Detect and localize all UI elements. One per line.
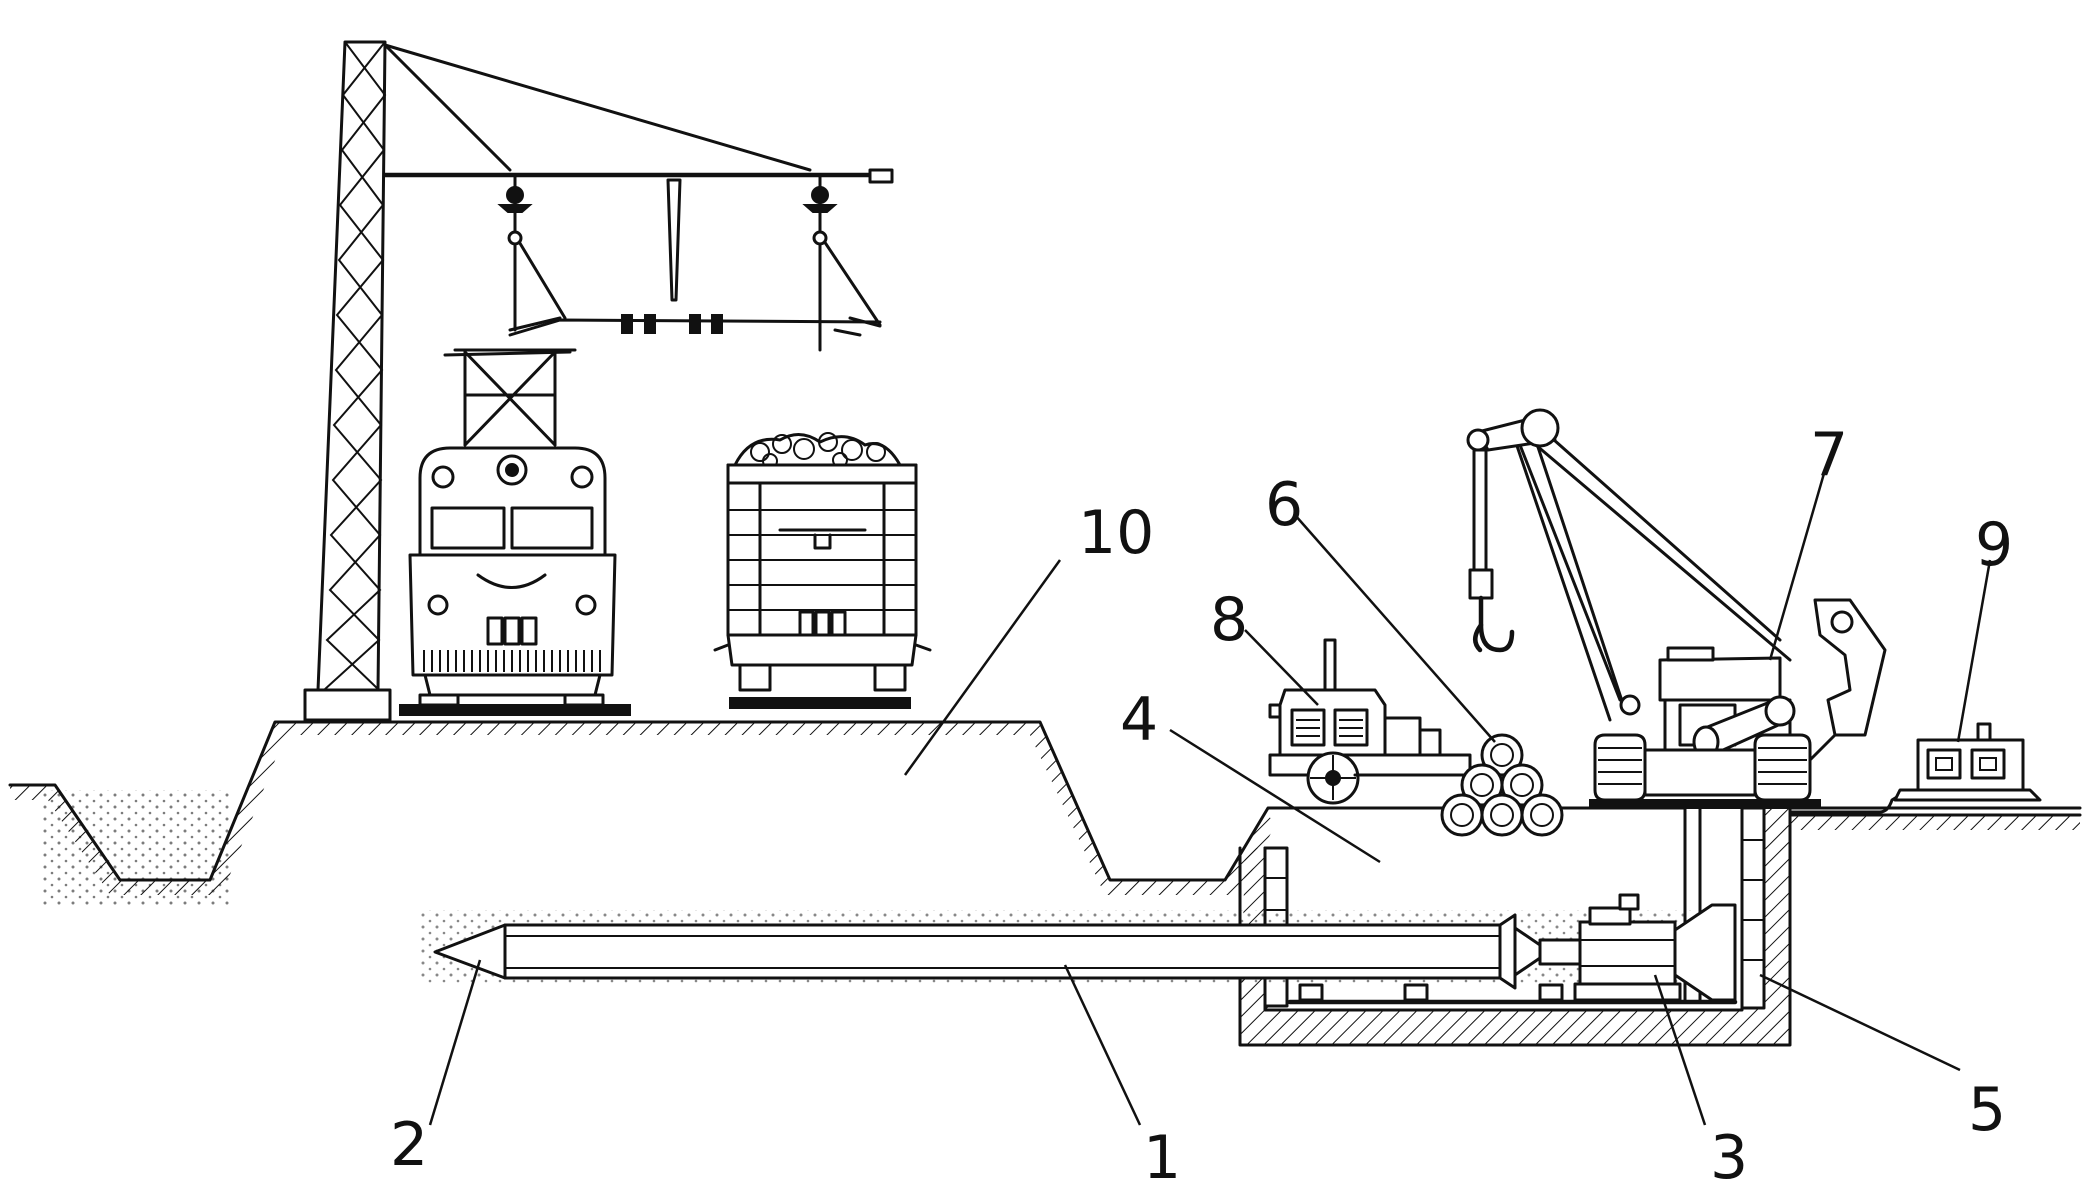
label-pipelayer-crane: 7	[1810, 420, 1848, 490]
pipe	[503, 923, 1502, 980]
label-cone-tip: 2	[390, 1110, 428, 1180]
label-tractor-compressor: 8	[1210, 585, 1248, 655]
tractor-compressor	[1268, 638, 1472, 805]
label-working-pit: 4	[1120, 685, 1158, 755]
pipe-stack	[1440, 733, 1564, 837]
pipelayer-crane	[1466, 408, 1887, 809]
label-pump-station: 9	[1975, 510, 2013, 580]
label-pipe-stack: 6	[1265, 470, 1303, 540]
part-labels: 1 2 3 4 5 6 7 8 9 10	[390, 420, 2013, 1193]
electric-locomotive	[399, 348, 631, 716]
label-railway-embankment: 10	[1078, 498, 1154, 568]
working-pit	[1238, 806, 1792, 1047]
ground-profile	[8, 720, 1687, 905]
catenary-pylon	[303, 40, 894, 722]
label-pipe: 1	[1143, 1123, 1181, 1193]
pump-station	[1788, 722, 2042, 814]
label-hydraulic-jack: 3	[1710, 1123, 1748, 1193]
thrust-plate	[1673, 903, 1737, 1002]
pipe-assembly	[420, 893, 1737, 1002]
gondola-wagon	[713, 432, 932, 709]
label-thrust-wall: 5	[1968, 1075, 2006, 1145]
leader-lines	[428, 469, 1992, 1126]
right-ground	[1788, 806, 2082, 830]
